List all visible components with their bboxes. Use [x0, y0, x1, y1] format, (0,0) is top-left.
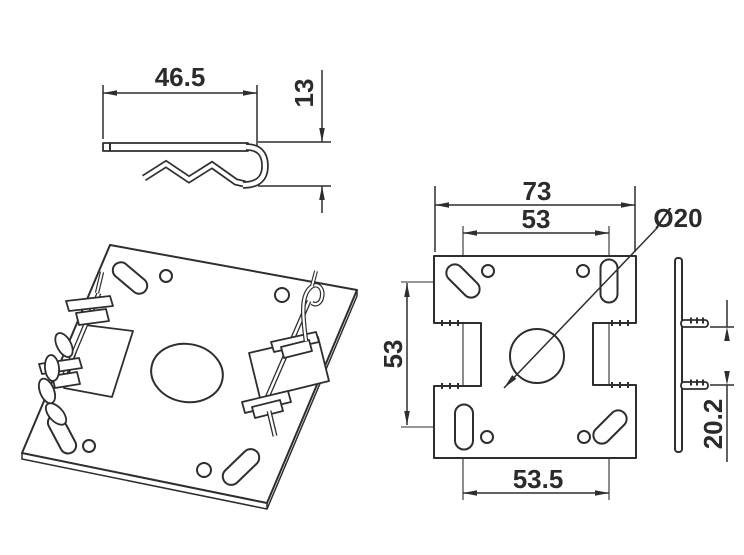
dim-53-top-label: 53: [522, 204, 551, 234]
dim-13-label: 13: [289, 79, 319, 108]
dim-13-lines: [258, 70, 331, 213]
plate-isometric-view: [21, 244, 358, 510]
side-top-tab: [680, 319, 709, 328]
front-small-hole-3: [480, 430, 494, 444]
clip-bar: [102, 142, 249, 152]
iso-small-hole-2: [274, 287, 290, 303]
front-small-hole-4: [577, 430, 591, 444]
dim-53-5-label: 53.5: [513, 464, 564, 494]
dim-53-left-label: 53: [378, 340, 408, 369]
plate-side-view: 20.2: [674, 257, 734, 462]
dim-dia20-leader: [503, 226, 659, 389]
side-bottom-tab: [680, 381, 709, 390]
iso-left-clip-top-bracket: [65, 295, 114, 312]
dim-73-label: 73: [523, 176, 552, 206]
dim-46-5-label: 46.5: [155, 62, 206, 92]
iso-right-clip: [241, 270, 330, 437]
front-centerlines: [401, 226, 610, 500]
iso-small-hole-1: [159, 269, 173, 283]
dim-20-2-lines: [710, 300, 734, 462]
clip-profile-view: 46.5 13: [102, 62, 331, 213]
side-tab-ticks: [690, 317, 704, 386]
iso-left-clip: [37, 271, 134, 426]
iso-center-hole: [150, 342, 224, 404]
front-center-hole: [509, 328, 565, 384]
iso-slot-bottom-right: [221, 448, 261, 486]
iso-small-hole-4: [196, 462, 212, 478]
front-slot-bottom-left: [454, 403, 474, 451]
iso-plate-thickness: [21, 290, 358, 510]
iso-slot-top-left: [111, 261, 149, 295]
front-small-hole-1: [481, 264, 495, 278]
dim-dia20-label: Ø20: [653, 203, 702, 233]
iso-left-clip-chain: [37, 332, 74, 426]
dim-20-2-label: 20.2: [698, 399, 728, 450]
iso-small-hole-3: [82, 439, 96, 453]
plate-front-view: 73 53 53 53.5 Ø20: [378, 176, 703, 500]
front-slot-bottom-right: [592, 409, 628, 445]
clip-profile-shape: [102, 142, 269, 189]
front-slot-top-left: [445, 263, 481, 299]
dim-73-lines: [434, 186, 636, 252]
front-slot-top-right: [599, 258, 619, 304]
front-small-hole-2: [576, 264, 590, 278]
front-notch-ticks: [441, 320, 629, 389]
side-plate-body: [674, 257, 683, 453]
dim-46-5-lines: [102, 85, 258, 148]
